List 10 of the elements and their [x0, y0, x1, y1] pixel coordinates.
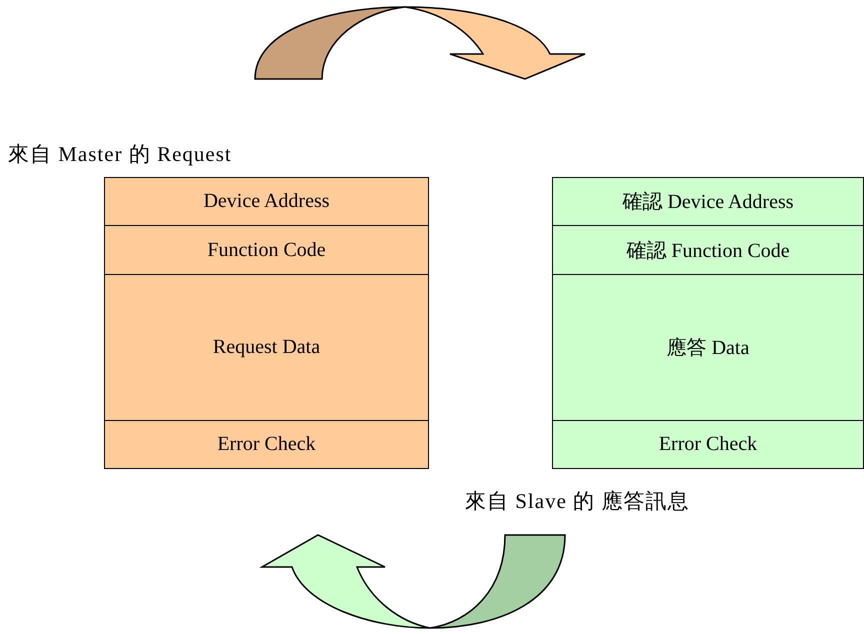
field-row: Device Address — [104, 177, 429, 226]
table-heading: 來自 Slave 的 應答訊息 — [465, 488, 690, 515]
field-row: Error Check — [104, 420, 429, 469]
field-row: Error Check — [552, 420, 864, 469]
field-row: Request Data — [104, 274, 429, 421]
field-row: Function Code — [104, 225, 429, 275]
field-row: 確認 Function Code — [552, 225, 864, 275]
field-row: 應答 Data — [552, 274, 864, 421]
table-heading: 來自 Master 的 Request — [8, 141, 232, 168]
field-row: 確認 Device Address — [552, 177, 864, 226]
